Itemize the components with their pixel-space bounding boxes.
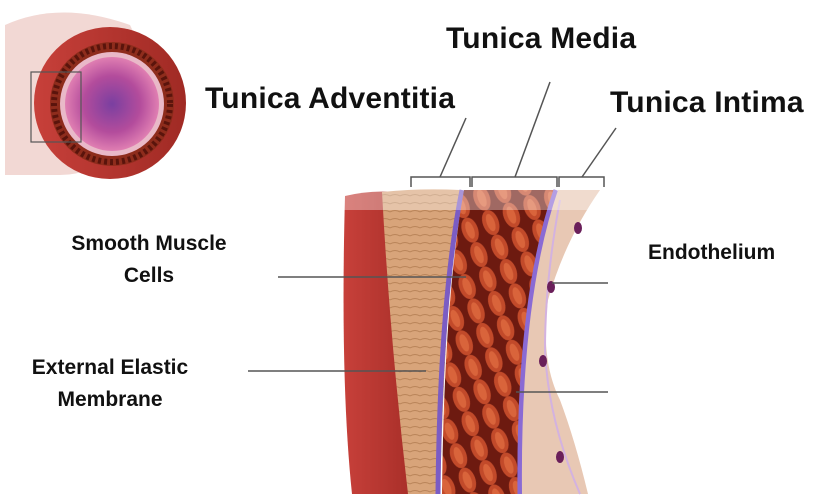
tunica-adventitia-label: Tunica Adventitia	[205, 82, 455, 116]
smooth-muscle-cells-label: Smooth Muscle Cells	[44, 228, 254, 291]
endothelial-nucleus	[539, 355, 547, 367]
external-elastic-label-line1: External Elastic	[10, 352, 210, 384]
tunica-media-label: Tunica Media	[446, 22, 636, 56]
artery-wall-section	[340, 176, 610, 494]
intima-leader	[582, 128, 616, 177]
external-elastic-label-line2: Membrane	[10, 384, 210, 416]
adventitia-leader	[440, 118, 466, 177]
artery-cross-section-thumbnail	[5, 13, 186, 180]
smooth-muscle-label-line1: Smooth Muscle	[44, 228, 254, 260]
endothelial-nucleus	[556, 451, 564, 463]
media-leader	[515, 82, 550, 177]
endothelium-label: Endothelium	[648, 237, 775, 269]
tunica-intima-label: Tunica Intima	[610, 86, 804, 120]
smooth-muscle-label-line2: Cells	[44, 260, 254, 292]
endothelial-nucleus	[574, 222, 582, 234]
external-elastic-membrane-label: External Elastic Membrane	[10, 352, 210, 415]
